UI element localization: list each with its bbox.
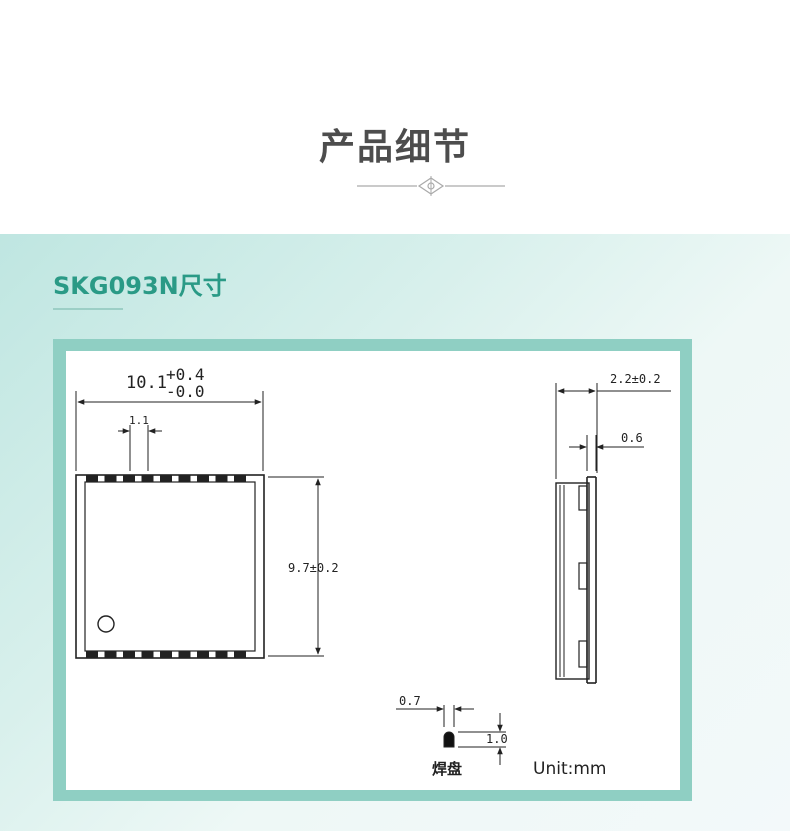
top-edge-pad — [86, 475, 98, 482]
width-tolerance-plus: +0.4 — [166, 365, 205, 384]
bottom-edge-pad — [141, 651, 154, 658]
top-banner — [0, 0, 790, 234]
bottom-edge-pad — [160, 651, 172, 658]
thickness-dimension — [555, 383, 671, 479]
module-side-view — [555, 476, 597, 684]
top-edge-pad — [234, 475, 246, 482]
top-edge-pad — [215, 475, 228, 482]
width-dimension — [75, 391, 264, 471]
top-edge-pad — [104, 475, 117, 482]
width-value: 10.1 — [126, 373, 167, 393]
pad-width-value: 0.7 — [399, 694, 421, 708]
dimension-drawing: 10.1 +0.4 -0.0 1.1 9.7±0.2 2.2±0.2 — [75, 365, 671, 779]
section-underline — [53, 308, 123, 310]
bottom-edge-pad — [234, 651, 246, 658]
bottom-edge-pad — [123, 651, 135, 658]
top-edge-pad — [141, 475, 154, 482]
pitch-value: 1.1 — [129, 414, 149, 427]
page-title: 产品细节 — [318, 127, 471, 168]
thickness-value: 2.2±0.2 — [610, 372, 661, 386]
bottom-pads — [86, 651, 246, 658]
pad-height-value: 1.0 — [486, 732, 508, 746]
bottom-edge-pad — [104, 651, 117, 658]
unit-label: Unit:mm — [533, 759, 606, 779]
height-dimension — [268, 476, 324, 657]
top-edge-pad — [178, 475, 191, 482]
top-edge-pad — [197, 475, 209, 482]
height-value: 9.7±0.2 — [288, 561, 339, 575]
pitch-dimension — [118, 425, 162, 471]
pad-label: 焊盘 — [432, 760, 462, 778]
top-edge-pad — [160, 475, 172, 482]
pad-detail — [396, 705, 506, 765]
bottom-edge-pad — [178, 651, 191, 658]
pcb-thickness-dimension — [569, 435, 644, 471]
bottom-edge-pad — [86, 651, 98, 658]
title-divider-ornament — [357, 176, 505, 196]
bottom-edge-pad — [197, 651, 209, 658]
top-pads — [86, 475, 246, 482]
top-edge-pad — [123, 475, 135, 482]
pcb-thickness-value: 0.6 — [621, 431, 643, 445]
section-title: SKG093N尺寸 — [53, 272, 227, 300]
width-tolerance-minus: -0.0 — [166, 382, 205, 401]
drawing-panel — [66, 351, 680, 790]
module-top-view — [75, 474, 265, 659]
bottom-edge-pad — [215, 651, 228, 658]
